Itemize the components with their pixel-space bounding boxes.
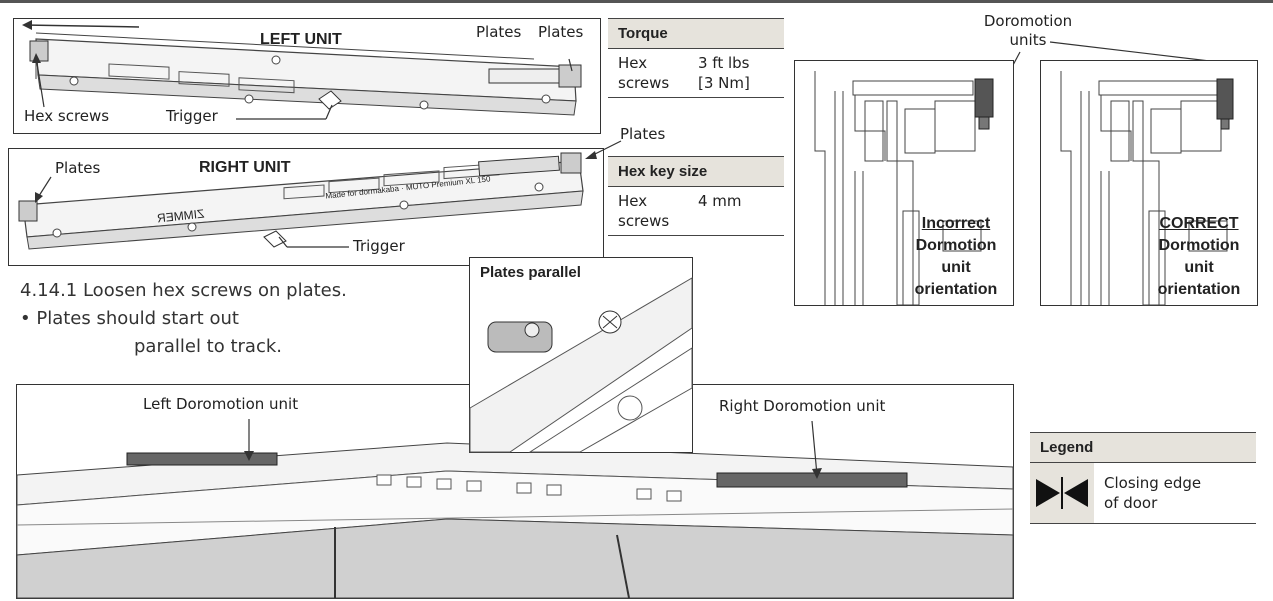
torque-table: Torque Hex screws 3 ft lbs [3 Nm]: [608, 18, 784, 98]
torque-row-value-line1: 3 ft lbs: [698, 54, 750, 72]
instruction-step: 4.14.1 Loosen hex screws on plates.: [20, 280, 347, 301]
plates-parallel-drawing: [469, 277, 693, 453]
right-doromotion-unit-label: Right Doromotion unit: [719, 397, 886, 415]
left-unit-hex-screws-label: Hex screws: [24, 107, 110, 125]
legend-symbol-cell: [1030, 463, 1094, 523]
doromotion-label-line1: Doromotion: [983, 12, 1073, 30]
left-unit-drawing: [22, 20, 582, 120]
left-unit-trigger-label: Trigger: [166, 107, 218, 125]
track-drawing: [16, 419, 1014, 599]
incorrect-caption-line2: Dormotion: [915, 237, 997, 254]
top-rule: [0, 0, 1273, 3]
incorrect-caption-line4: orientation: [914, 281, 998, 298]
legend-item-text: Closing edge of door: [1094, 469, 1211, 517]
right-unit-plates-label-right: Plates: [620, 125, 666, 143]
right-unit-drawing: [18, 140, 622, 250]
legend-row: Closing edge of door: [1030, 463, 1256, 524]
plates-parallel-inset: Plates parallel: [469, 257, 693, 453]
left-unit-plates-label-b: Plates: [538, 23, 584, 41]
plates-parallel-title: Plates parallel: [480, 264, 581, 281]
doromotion-label-line2: units: [1009, 31, 1047, 49]
torque-row-label-line1: Hex: [618, 54, 648, 72]
legend-header: Legend: [1030, 432, 1256, 463]
left-doromotion-unit-label: Left Doromotion unit: [143, 395, 299, 413]
correct-section: CORRECT Dormotion unit orientation: [1040, 60, 1258, 306]
legend-item-line1: Closing edge: [1104, 474, 1202, 492]
incorrect-section: Incorrect Dormotion unit orientation: [794, 60, 1014, 306]
incorrect-caption-line1: Incorrect: [921, 215, 991, 232]
right-unit-plates-label-left: Plates: [55, 159, 101, 177]
incorrect-caption-line3: unit: [941, 259, 971, 276]
doromotion-units-label: Doromotion units: [968, 12, 1088, 50]
right-unit-title: RIGHT UNIT: [199, 159, 291, 176]
torque-row-label-line2: screws: [618, 74, 670, 92]
correct-drawing: [1060, 71, 1234, 306]
hex-row-label-line1: Hex: [618, 192, 648, 210]
right-unit-panel: RIGHT UNIT Plates Trigger Made for dorma…: [8, 140, 622, 266]
hex-row-label-line2: screws: [618, 212, 670, 230]
closing-edge-icon: [1036, 477, 1088, 509]
hex-key-table: Hex key size Hex screws 4 mm: [608, 156, 784, 236]
incorrect-drawing: [814, 71, 994, 306]
hex-key-table-header: Hex key size: [608, 156, 784, 187]
correct-caption-line2: Dormotion: [1158, 237, 1240, 254]
torque-row-value-line2: [3 Nm]: [698, 74, 750, 92]
correct-caption-line3: unit: [1184, 259, 1214, 276]
hex-row-value: 4 mm: [698, 192, 742, 210]
torque-table-header: Torque: [608, 18, 784, 49]
legend: Legend Closing edge of door: [1030, 432, 1256, 524]
incorrect-caption: Incorrect Dormotion unit orientation: [899, 213, 1013, 301]
torque-row-label: Hex screws: [608, 49, 688, 97]
hex-row-label: Hex screws: [608, 187, 688, 235]
hex-key-table-row: Hex screws 4 mm: [608, 187, 784, 236]
torque-row-value: 3 ft lbs [3 Nm]: [688, 49, 760, 97]
correct-caption-line4: orientation: [1157, 281, 1241, 298]
left-unit-panel: LEFT UNIT Plates Plates Hex screws Trigg…: [13, 18, 601, 134]
correct-caption-line1: CORRECT: [1159, 215, 1239, 232]
torque-table-row: Hex screws 3 ft lbs [3 Nm]: [608, 49, 784, 98]
legend-item-line2: of door: [1104, 494, 1158, 512]
instruction-bullet-line2: parallel to track.: [134, 336, 283, 357]
right-unit-trigger-label: Trigger: [353, 237, 405, 255]
instruction-bullet-line1: • Plates should start out: [20, 308, 239, 329]
left-unit-title: LEFT UNIT: [260, 31, 342, 48]
correct-caption: CORRECT Dormotion unit orientation: [1141, 213, 1257, 301]
left-unit-plates-label-a: Plates: [476, 23, 522, 41]
